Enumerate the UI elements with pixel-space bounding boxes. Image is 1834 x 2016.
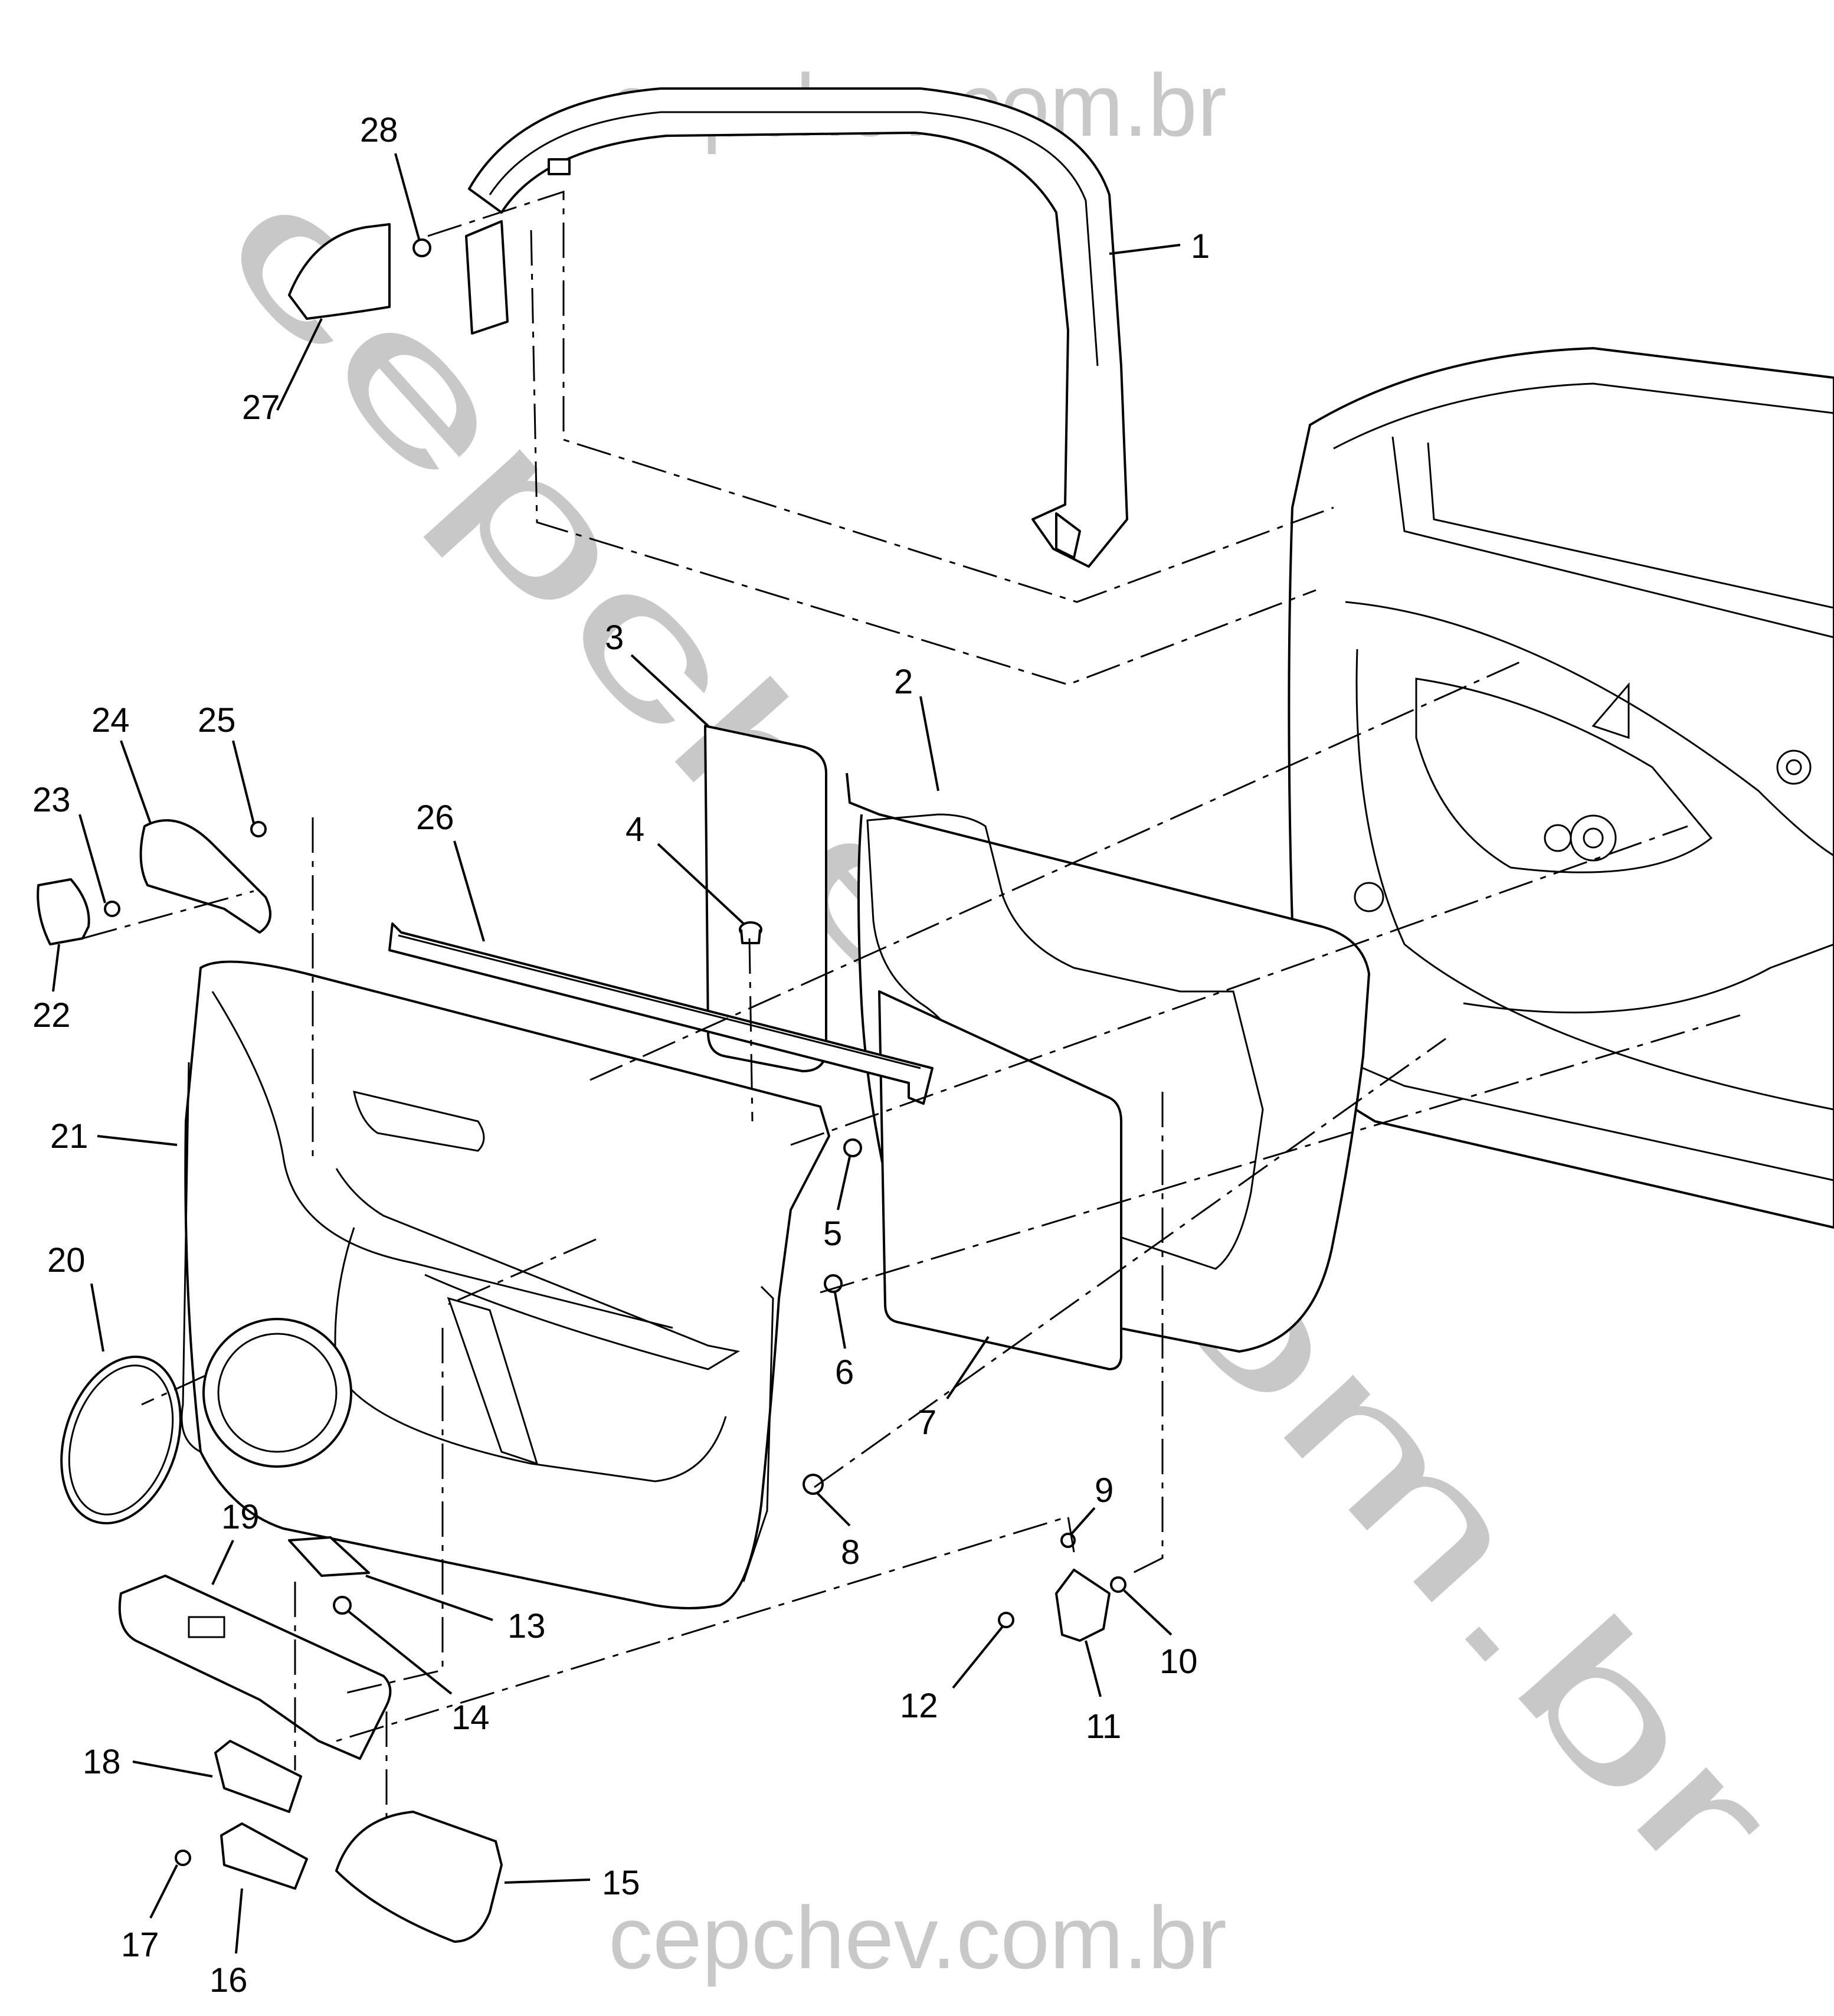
callout-7: 7 (918, 1403, 936, 1442)
callout-3: 3 (605, 618, 624, 657)
door-inner-frame (1288, 347, 1834, 1229)
switch-bracket (214, 1740, 302, 1813)
callout-14: 14 (451, 1698, 490, 1737)
callout-24: 24 (91, 701, 130, 739)
callout-6: 6 (835, 1353, 854, 1392)
callout-16: 16 (209, 1961, 248, 1999)
sail-trim-clip (412, 238, 431, 257)
callout-11: 11 (1086, 1707, 1121, 1746)
callout-18: 18 (83, 1743, 121, 1781)
callout-25: 25 (198, 701, 236, 739)
callout-2: 2 (894, 663, 913, 701)
mirror-sail-trim (288, 223, 391, 320)
assembly-lines (82, 190, 1741, 1818)
door-trim-panel (181, 960, 830, 1609)
callout-20: 20 (47, 1241, 86, 1279)
callout-19: 19 (221, 1498, 260, 1536)
callout-26: 26 (416, 798, 454, 837)
callout-9: 9 (1095, 1471, 1114, 1510)
bezel-clip (250, 821, 267, 837)
bracket-screw-left (998, 1612, 1014, 1628)
handle-cap (37, 878, 90, 945)
callout-4: 4 (625, 810, 644, 849)
callout-1: 1 (1191, 227, 1210, 266)
switch-screw (175, 1850, 191, 1866)
window-switch-bezel (118, 1575, 392, 1760)
bracket-screw-right (1110, 1576, 1126, 1593)
callout-15: 15 (602, 1864, 640, 1902)
speaker-grille-ring (60, 1356, 182, 1524)
bezel-screw (104, 901, 120, 917)
callout-8: 8 (841, 1533, 860, 1572)
trim-bracket (1055, 1569, 1111, 1642)
handle-bezel (139, 819, 271, 934)
callout-5: 5 (823, 1215, 842, 1253)
callout-12: 12 (900, 1687, 938, 1725)
callout-17: 17 (121, 1926, 159, 1964)
deflector-pad (704, 725, 827, 1072)
callout-23: 23 (32, 781, 71, 819)
watermark-bottom: cepchev.com.br (608, 1888, 1227, 1987)
callout-21: 21 (50, 1117, 89, 1156)
armrest-cover (335, 1811, 503, 1943)
armrest-screw (333, 1596, 352, 1615)
callout-13: 13 (507, 1607, 546, 1645)
callout-22: 22 (32, 996, 71, 1035)
callout-28: 28 (360, 111, 398, 149)
switch-opening (188, 1616, 225, 1638)
sound-absorber (878, 990, 1122, 1370)
trim-clip-8 (803, 1474, 824, 1495)
callout-10: 10 (1160, 1642, 1198, 1681)
trim-clip-5 (843, 1138, 862, 1157)
callout-numbers: 1 2 3 4 5 6 7 8 9 10 11 12 13 14 15 16 1… (32, 111, 1210, 1999)
deflector-recess (866, 813, 1264, 1270)
window-switch (220, 1822, 308, 1890)
grommet (739, 921, 762, 944)
leader-lines (52, 153, 1181, 1954)
callout-27: 27 (242, 388, 280, 427)
upper-garnish-molding (465, 87, 1128, 568)
armrest-pad (288, 1536, 370, 1577)
